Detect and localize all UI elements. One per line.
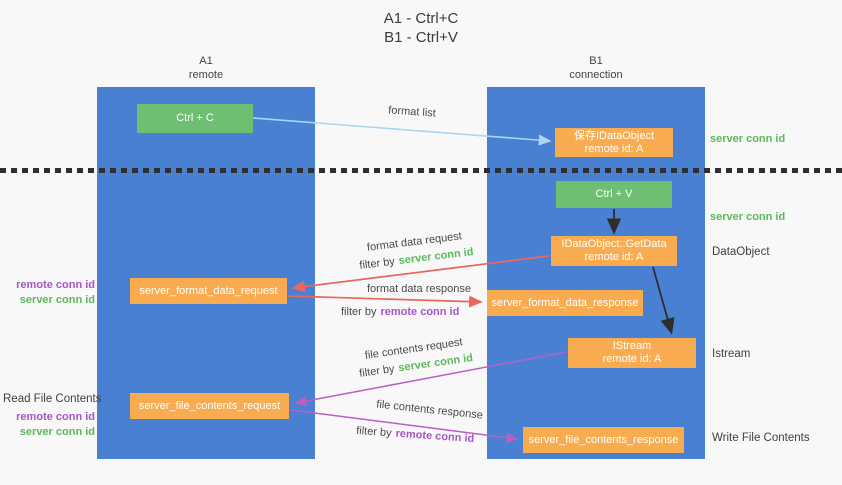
remote-conn-id-text: remote conn id: [380, 306, 460, 318]
dotted-separator-line: [0, 168, 842, 173]
node-server-format-data-response-label: server_format_data_response: [491, 296, 639, 309]
right-annotation-server-conn-id-top: server conn id: [710, 133, 786, 145]
right-annotation-write-file-contents: Write File Contents: [712, 432, 810, 444]
left-annotation-remote-conn-id-bottom: remote conn id: [16, 411, 95, 423]
node-save-idataobject-line2: remote id: A: [584, 142, 644, 155]
node-server-file-contents-response: server_file_contents_response: [523, 427, 684, 453]
node-server-format-data-response: server_format_data_response: [487, 290, 643, 316]
right-column-subtitle: connection: [569, 69, 623, 81]
right-column-title: B1: [589, 55, 603, 67]
diagram-title-line2: B1 - Ctrl+V: [384, 29, 458, 46]
node-save-idataobject-line1: 保存IDataObject: [573, 129, 655, 142]
node-server-format-data-request: server_format_data_request: [130, 278, 287, 304]
left-column-header: A1 remote: [97, 54, 315, 82]
right-column-header: B1 connection: [487, 54, 705, 82]
node-istream: IStream remote id: A: [568, 338, 696, 368]
node-server-file-contents-request-label: server_file_contents_request: [138, 399, 281, 412]
left-annotation-server-conn-id-bottom: server conn id: [19, 426, 95, 438]
node-ctrl-c: Ctrl + C: [137, 104, 253, 133]
format-data-response-label: format data response: [367, 283, 471, 295]
filter-by-text: filter by: [358, 255, 396, 272]
node-server-file-contents-request: server_file_contents_request: [130, 393, 289, 419]
right-annotation-dataobject: DataObject: [712, 246, 770, 258]
left-column-title: A1: [199, 55, 213, 67]
format-list-label: format list: [387, 104, 437, 120]
node-istream-line1: IStream: [612, 340, 652, 352]
left-annotation-server-conn-id-top: server conn id: [19, 294, 95, 306]
node-ctrl-v: Ctrl + V: [556, 181, 672, 208]
node-server-format-data-request-label: server_format_data_request: [139, 284, 278, 297]
node-save-idataobject: 保存IDataObject remote id: A: [555, 128, 673, 157]
left-annotation-read-file-contents: Read File Contents: [3, 393, 102, 405]
diagram-title: A1 - Ctrl+C B1 - Ctrl+V: [0, 9, 842, 47]
left-annotation-conn-ids-bottom: remote conn id server conn id: [3, 410, 95, 440]
remote-conn-id-text: remote conn id: [395, 427, 475, 446]
right-annotation-server-conn-id-mid: server conn id: [710, 211, 786, 223]
node-ctrl-v-label: Ctrl + V: [595, 188, 633, 200]
node-idataobject-getdata-line2: remote id: A: [584, 251, 644, 263]
node-istream-line2: remote id: A: [602, 353, 662, 365]
filter-by-text: filter by: [341, 306, 377, 318]
node-ctrl-c-label: Ctrl + C: [176, 112, 214, 124]
diagram-title-line1: A1 - Ctrl+C: [383, 10, 459, 27]
left-column-subtitle: remote: [188, 69, 224, 81]
right-annotation-istream: Istream: [712, 348, 751, 360]
node-idataobject-getdata: IDataObject::GetData remote id: A: [551, 236, 677, 266]
node-idataobject-getdata-line1: IDataObject::GetData: [561, 238, 667, 250]
node-server-file-contents-response-label: server_file_contents_response: [528, 433, 679, 446]
left-annotation-conn-ids-top: remote conn id server conn id: [3, 278, 95, 308]
filter-by-text: filter by: [355, 424, 392, 440]
file-contents-response-label: file contents response: [375, 398, 484, 422]
left-annotation-remote-conn-id-top: remote conn id: [16, 279, 95, 291]
filter-by-text: filter by: [358, 363, 396, 380]
